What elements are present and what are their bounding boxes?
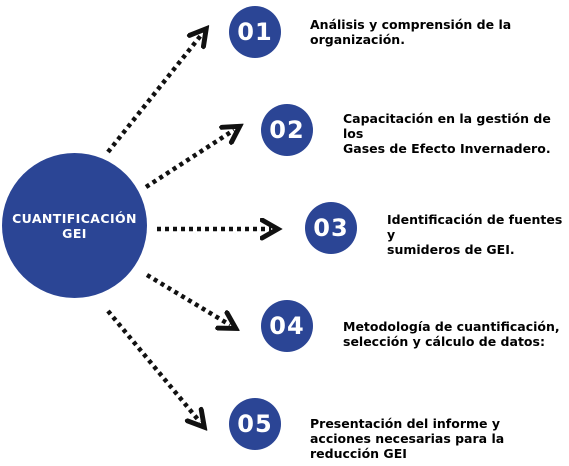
step-02-badge: 02 xyxy=(261,104,313,156)
step-03-number: 03 xyxy=(313,214,349,242)
step-01-text: Análisis y comprensión de la organizació… xyxy=(310,17,512,47)
step-03-badge: 03 xyxy=(305,202,357,254)
hub-label: CUANTIFICACIÓN GEI xyxy=(12,210,137,241)
step-05-badge: 05 xyxy=(229,398,281,450)
step-01-number: 01 xyxy=(237,18,273,46)
arrow-to-step-04 xyxy=(145,273,230,325)
step-01-badge: 01 xyxy=(229,6,281,58)
hub-circle: CUANTIFICACIÓN GEI xyxy=(2,153,147,298)
step-03-text: Identificación de fuentes y sumideros de… xyxy=(387,212,563,257)
arrow-to-step-02 xyxy=(144,130,234,189)
arrow-to-step-01 xyxy=(106,34,202,154)
arrow-to-step-05 xyxy=(106,309,200,422)
step-05-number: 05 xyxy=(237,410,273,438)
step-04-badge: 04 xyxy=(261,300,313,352)
step-04-number: 04 xyxy=(269,312,305,340)
step-05-text: Presentación del informe y acciones nece… xyxy=(310,416,505,461)
step-04-text: Metodología de cuantificación, selección… xyxy=(343,319,560,349)
step-02-number: 02 xyxy=(269,116,305,144)
step-02-text: Capacitación en la gestión de los Gases … xyxy=(343,111,551,156)
